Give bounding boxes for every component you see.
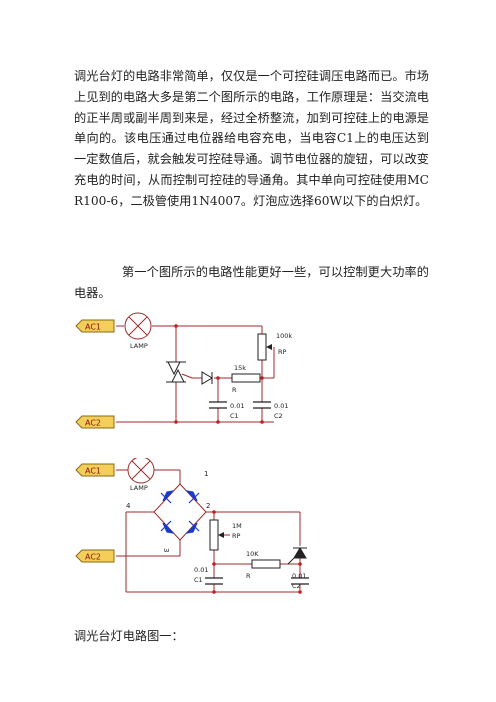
c1-name-label: C1 xyxy=(194,576,203,584)
svg-text:AC1: AC1 xyxy=(85,467,101,476)
ac1-tag: AC1 xyxy=(75,463,115,477)
node-3-label: 3 xyxy=(162,548,170,552)
svg-text:AC2: AC2 xyxy=(85,553,101,562)
circuit-diagram-2: AC1 AC2 LAMP 1 2 3 4 1M RP 10K R 0.01 C1… xyxy=(75,458,309,594)
resistor-name-label: R xyxy=(246,572,251,580)
circuit-diagram-1: AC1 AC2 LAMP 100k RP 15k R 0.01 C1 0.01 … xyxy=(75,312,292,429)
potentiometer-icon xyxy=(257,333,267,361)
intro-paragraph: 调光台灯的电路非常简单，仅仅是一个可控硅调压电路而已。市场上见到的电路大多是第二… xyxy=(74,69,429,208)
ac2-tag: AC2 xyxy=(75,415,115,429)
lamp-icon xyxy=(127,458,155,484)
second-paragraph: 第一个图所示的电路性能更好一些，可以控制更大功率的电器。 xyxy=(74,265,429,300)
lamp-label: LAMP xyxy=(130,342,148,350)
triac-icon xyxy=(166,361,186,383)
svg-text:AC1: AC1 xyxy=(85,323,101,332)
pot-name-label: RP xyxy=(232,532,241,540)
c1-name-label: C1 xyxy=(230,412,239,420)
scr-icon xyxy=(287,547,307,565)
c2-name-label: C2 xyxy=(292,582,301,590)
node-4-label: 4 xyxy=(126,502,131,510)
diac-icon xyxy=(201,371,213,385)
capacitor-icon xyxy=(205,577,309,585)
node-1-label: 1 xyxy=(204,470,208,478)
c2-value-label: 0.01 xyxy=(274,402,288,410)
c1-value-label: 0.01 xyxy=(230,402,244,410)
resistor-value-label: 10K xyxy=(246,550,259,558)
c1-value-label: 0.01 xyxy=(194,566,208,574)
bridge-diode-icon xyxy=(160,490,200,534)
capacitor-icon xyxy=(209,401,271,409)
resistor-icon xyxy=(231,373,261,383)
ac2-tag: AC2 xyxy=(75,549,115,563)
potentiometer-icon xyxy=(209,519,219,551)
resistor-icon xyxy=(251,559,281,569)
c2-value-label: 0.01 xyxy=(292,572,306,580)
svg-text:AC2: AC2 xyxy=(85,419,101,428)
node-2-label: 2 xyxy=(206,502,210,510)
ac1-tag: AC1 xyxy=(75,319,115,333)
pot-name-label: RP xyxy=(278,348,287,356)
c2-name-label: C2 xyxy=(274,412,283,420)
resistor-name-label: R xyxy=(232,386,237,394)
lamp-icon xyxy=(124,312,152,340)
figure-caption: 调光台灯电路图一： xyxy=(74,629,184,643)
lamp-label: LAMP xyxy=(130,484,148,492)
resistor-value-label: 15k xyxy=(234,364,246,372)
pot-value-label: 1M xyxy=(232,522,242,530)
pot-value-label: 100k xyxy=(276,332,292,340)
